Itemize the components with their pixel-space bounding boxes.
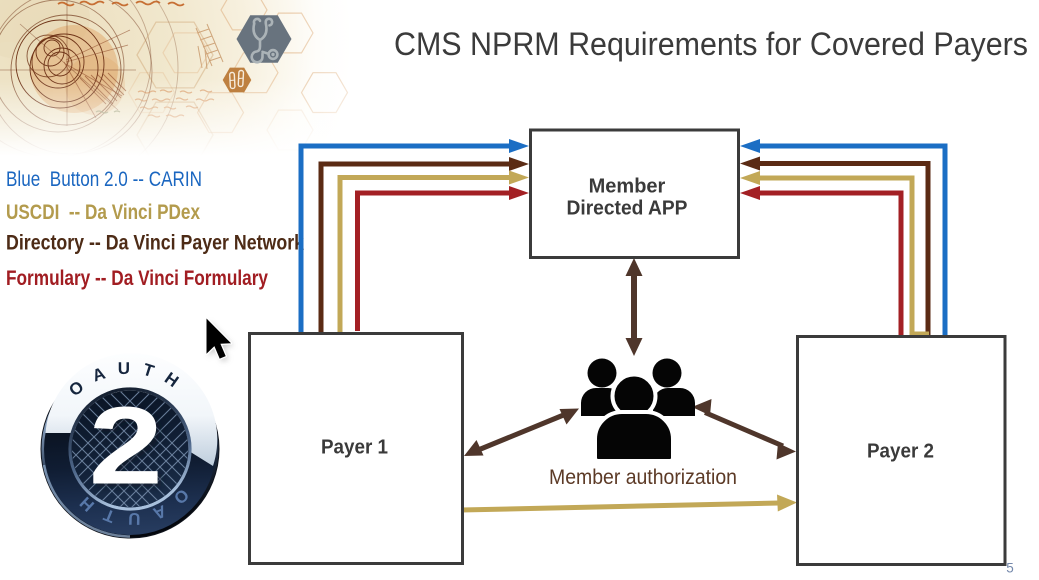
svg-text:5: 5: [1006, 561, 1014, 576]
svg-text:Formulary -- Da Vinci Formular: Formulary -- Da Vinci Formulary: [6, 267, 268, 290]
svg-text:Member authorization: Member authorization: [549, 466, 737, 489]
svg-text:Member: Member: [589, 176, 666, 198]
svg-text:CMS NPRM Requirements for Cove: CMS NPRM Requirements for Covered Payers: [394, 26, 1028, 62]
svg-text:Directed APP: Directed APP: [567, 198, 688, 220]
svg-text:Payer 1: Payer 1: [321, 437, 388, 459]
svg-text:2: 2: [92, 387, 166, 510]
svg-text:Blue Button 2.0 -- CARIN: Blue Button 2.0 -- CARIN: [6, 168, 202, 191]
svg-text:Payer 2: Payer 2: [867, 441, 934, 463]
svg-text:2: 2: [89, 384, 163, 507]
svg-text:Directory -- Da Vinci Payer Ne: Directory -- Da Vinci Payer Network: [6, 232, 304, 255]
svg-text:USCDI -- Da Vinci PDex: USCDI -- Da Vinci PDex: [6, 201, 200, 224]
